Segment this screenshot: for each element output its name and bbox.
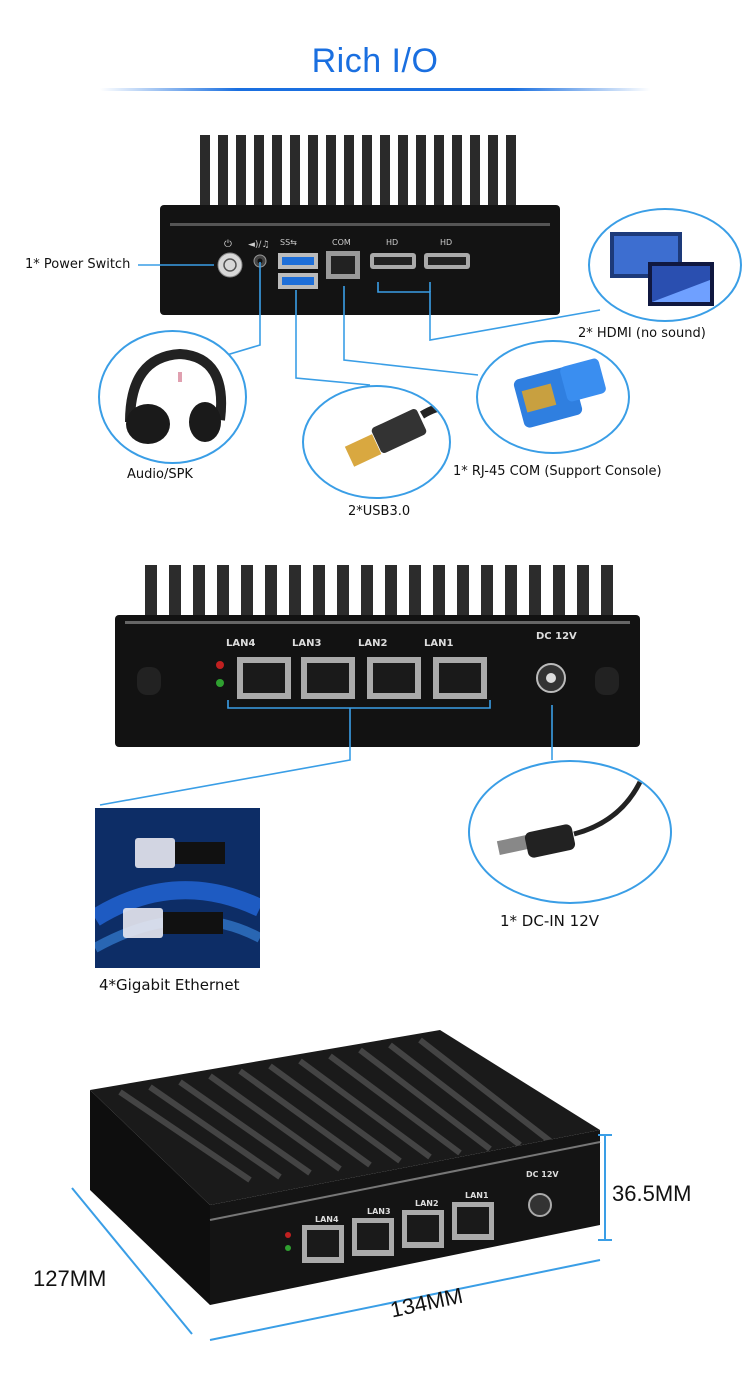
svg-text:HD: HD (386, 238, 398, 247)
callout-lines-1 (138, 262, 601, 386)
iso-lan2-label: LAN2 (415, 1199, 439, 1208)
height-dimension: 36.5MM (612, 1181, 692, 1206)
page-title: Rich I/O (311, 42, 439, 80)
rear-device (115, 565, 640, 747)
hdmi-monitors-image (588, 208, 742, 322)
hdmi-label: 2* HDMI (no sound) (578, 326, 706, 341)
iso-dc-label: DC 12V (526, 1170, 559, 1179)
headphones-image (98, 330, 247, 464)
svg-text:HD: HD (440, 238, 452, 247)
dc-port-label: DC 12V (536, 631, 577, 642)
usb-cable-image (302, 385, 451, 499)
iso-lan4-label: LAN4 (315, 1215, 339, 1224)
dimension-lines (71, 1134, 612, 1341)
device-3d-view (80, 1030, 610, 1350)
depth-dimension: 127MM (33, 1266, 107, 1291)
front-device: ⏻ ◄)/♫ SS⇆ COM HD HD (160, 135, 560, 315)
com-label: 1* RJ-45 COM (Support Console) (453, 464, 662, 479)
dc-in-label: 1* DC-IN 12V (500, 912, 600, 930)
callout-lines-2 (99, 700, 553, 806)
svg-text:⏻: ⏻ (224, 239, 232, 250)
lan2-label: LAN2 (358, 638, 388, 649)
audio-label: Audio/SPK (127, 467, 193, 482)
iso-lan3-label: LAN3 (367, 1207, 391, 1216)
lan3-label: LAN3 (292, 638, 322, 649)
dc-power-plug-image (468, 760, 672, 904)
ethernet-label: 4*Gigabit Ethernet (99, 976, 240, 994)
iso-lan1-label: LAN1 (465, 1191, 489, 1200)
lan1-label: LAN1 (424, 638, 454, 649)
com-adapter-image (476, 340, 630, 454)
com-port-label: COM (332, 238, 351, 247)
lan4-label: LAN4 (226, 638, 256, 649)
title-underline (100, 88, 650, 91)
usb-label: 2*USB3.0 (348, 504, 411, 519)
power-switch-label: 1* Power Switch (25, 257, 131, 272)
svg-text:◄)/♫: ◄)/♫ (248, 240, 270, 250)
svg-text:SS⇆: SS⇆ (280, 238, 297, 247)
ethernet-cable-image (95, 808, 260, 968)
